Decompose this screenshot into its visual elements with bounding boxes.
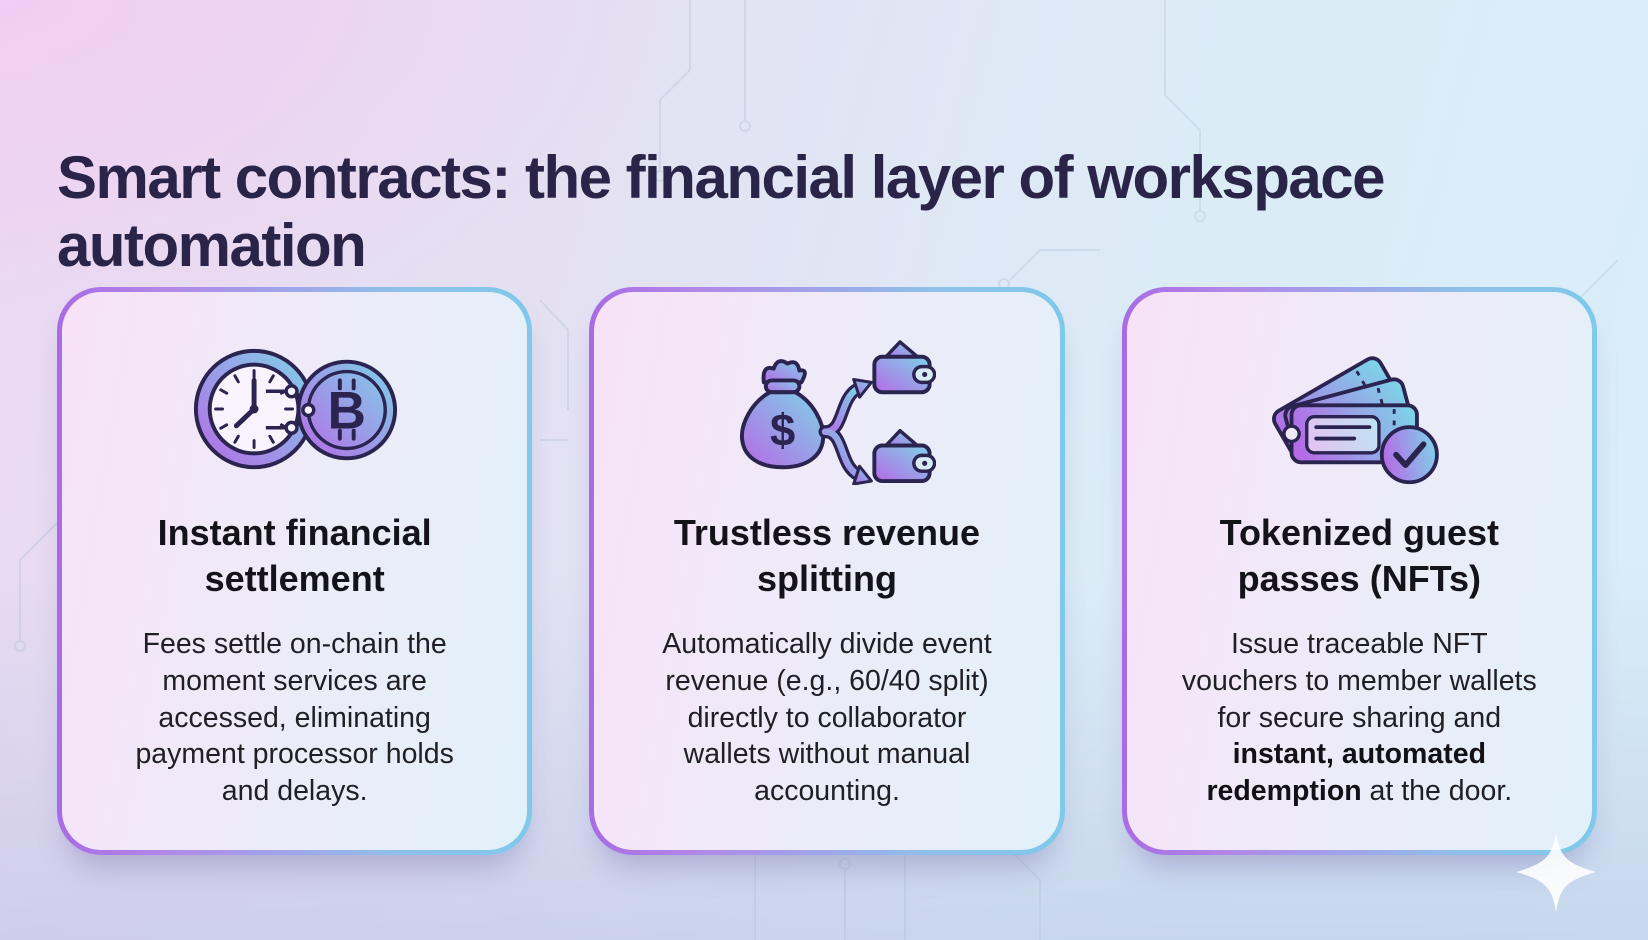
dollar-symbol: $ — [770, 405, 795, 456]
nft-tickets-icon — [1255, 332, 1463, 490]
card-heading: Tokenized guest passes (NFTs) — [1219, 512, 1499, 600]
page-title: Smart contracts: the financial layer of … — [57, 144, 1385, 279]
bitcoin-symbol: B — [327, 382, 365, 441]
card-heading: Instant financial settlement — [157, 512, 432, 600]
card-body: Fees settle on-chain the moment services… — [135, 628, 454, 808]
card-body: Issue traceable NFT vouchers to member w… — [1181, 628, 1537, 808]
card-heading: Trustless revenue splitting — [673, 512, 981, 600]
sparkle-icon — [1516, 832, 1596, 912]
card-instant-financial-settlement: B Instant financial settlement Fees sett… — [57, 287, 533, 855]
card-body: Automatically divide event revenue (e.g.… — [662, 628, 992, 808]
card-trustless-revenue-splitting: $ — [589, 287, 1065, 855]
money-split-wallets-icon: $ — [718, 332, 936, 490]
checkmark-glyph — [1393, 441, 1427, 468]
feature-cards-row: B Instant financial settlement Fees sett… — [57, 287, 1597, 855]
clock-bitcoin-icon: B — [189, 332, 401, 490]
card-tokenized-guest-passes: Tokenized guest passes (NFTs) Issue trac… — [1121, 287, 1597, 855]
